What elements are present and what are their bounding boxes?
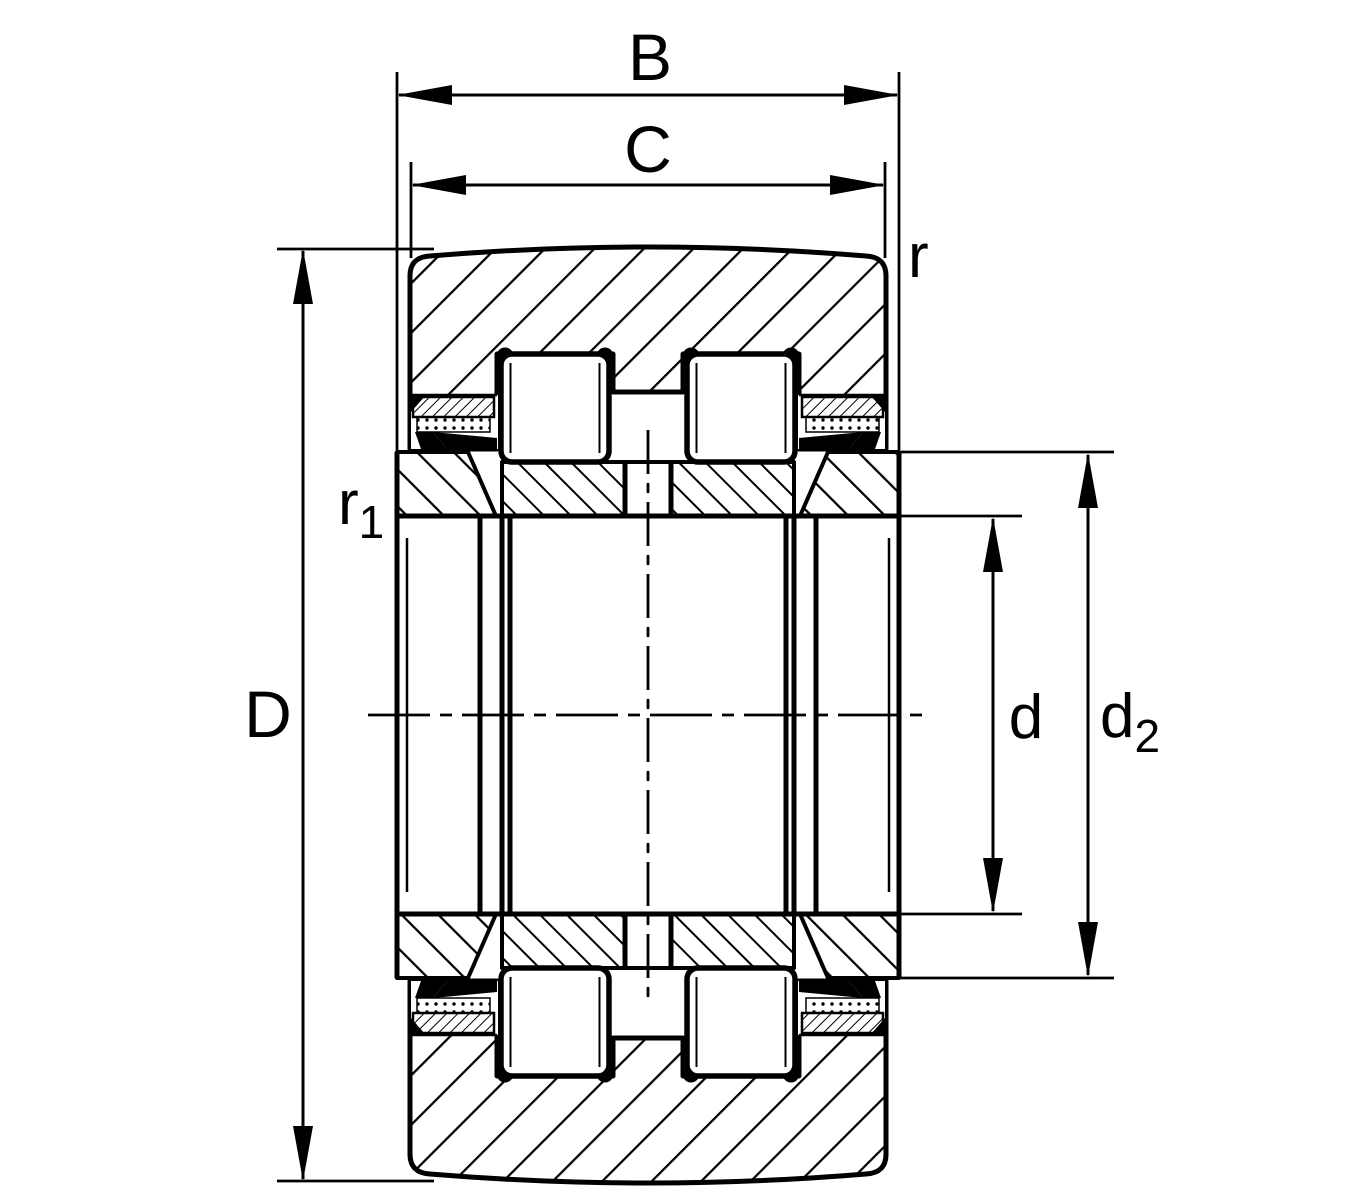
roller-profile-lines bbox=[509, 363, 787, 1067]
arrowhead-left bbox=[397, 85, 452, 105]
seal-lip bbox=[849, 981, 881, 998]
arrowhead-bottom bbox=[1078, 922, 1098, 977]
seal-corner-wedge bbox=[411, 396, 425, 412]
dim-label-d: d bbox=[1009, 683, 1043, 752]
dim-label-d2-main: d bbox=[1100, 682, 1134, 751]
dim-label-d2: d2 bbox=[1100, 682, 1160, 762]
dim-label-B: B bbox=[628, 20, 672, 94]
seal-corner-wedge bbox=[871, 396, 885, 412]
seal-dot-band bbox=[416, 997, 491, 1014]
arrowhead-top bbox=[983, 517, 1003, 572]
dimension-C: C bbox=[409, 112, 887, 258]
dim-label-D: D bbox=[244, 677, 292, 751]
seal-lip bbox=[415, 981, 447, 998]
dimension-d: d bbox=[901, 514, 1043, 916]
seal-bottom-left bbox=[411, 981, 498, 1037]
seal-top-right bbox=[798, 393, 885, 449]
seal-corner-wedge bbox=[411, 1018, 425, 1034]
outer-ring-section-bottom bbox=[407, 978, 889, 1186]
arrowhead-right bbox=[830, 175, 885, 195]
seal-lip bbox=[849, 432, 881, 449]
dim-label-r1-main: r bbox=[338, 469, 359, 538]
seal-top-left bbox=[411, 393, 498, 449]
seal-lip bbox=[799, 981, 863, 998]
dimension-B: B bbox=[395, 20, 901, 450]
outer-ring-section-top bbox=[407, 244, 889, 452]
seal-corner-wedge bbox=[871, 1018, 885, 1034]
seal-lip bbox=[415, 432, 447, 449]
dim-label-r: r bbox=[908, 222, 929, 291]
seal-lip bbox=[799, 432, 863, 449]
seal-rubber-hatch bbox=[411, 395, 496, 419]
seal-bottom-right bbox=[798, 981, 885, 1037]
roller-bottom-right bbox=[684, 965, 798, 1079]
seal-rubber-hatch bbox=[800, 1011, 885, 1035]
arrowhead-right bbox=[844, 85, 899, 105]
seal-lip bbox=[433, 981, 497, 998]
roller-bottom-left bbox=[498, 965, 612, 1079]
arrowhead-bottom bbox=[293, 1126, 313, 1181]
dimension-D: D bbox=[244, 247, 434, 1183]
seal-dot-band bbox=[805, 416, 880, 433]
dim-label-d2-sub: 2 bbox=[1134, 710, 1160, 762]
roller-top-left bbox=[498, 351, 612, 465]
seal-dot-band bbox=[805, 997, 880, 1014]
seal-lip bbox=[433, 432, 497, 449]
dim-label-r1: r1 bbox=[338, 469, 384, 548]
dim-label-r1-sub: 1 bbox=[359, 496, 385, 548]
arrowhead-top bbox=[1078, 453, 1098, 508]
dimension-d2: d2 bbox=[901, 450, 1160, 980]
arrowhead-bottom bbox=[983, 858, 1003, 913]
seal-dot-band bbox=[416, 416, 491, 433]
dim-label-C: C bbox=[624, 112, 672, 186]
seal-rubber-hatch bbox=[800, 395, 885, 419]
arrowhead-top bbox=[293, 249, 313, 304]
seal-rubber-hatch bbox=[411, 1011, 496, 1035]
roller-top-right bbox=[684, 351, 798, 465]
arrowhead-left bbox=[411, 175, 466, 195]
